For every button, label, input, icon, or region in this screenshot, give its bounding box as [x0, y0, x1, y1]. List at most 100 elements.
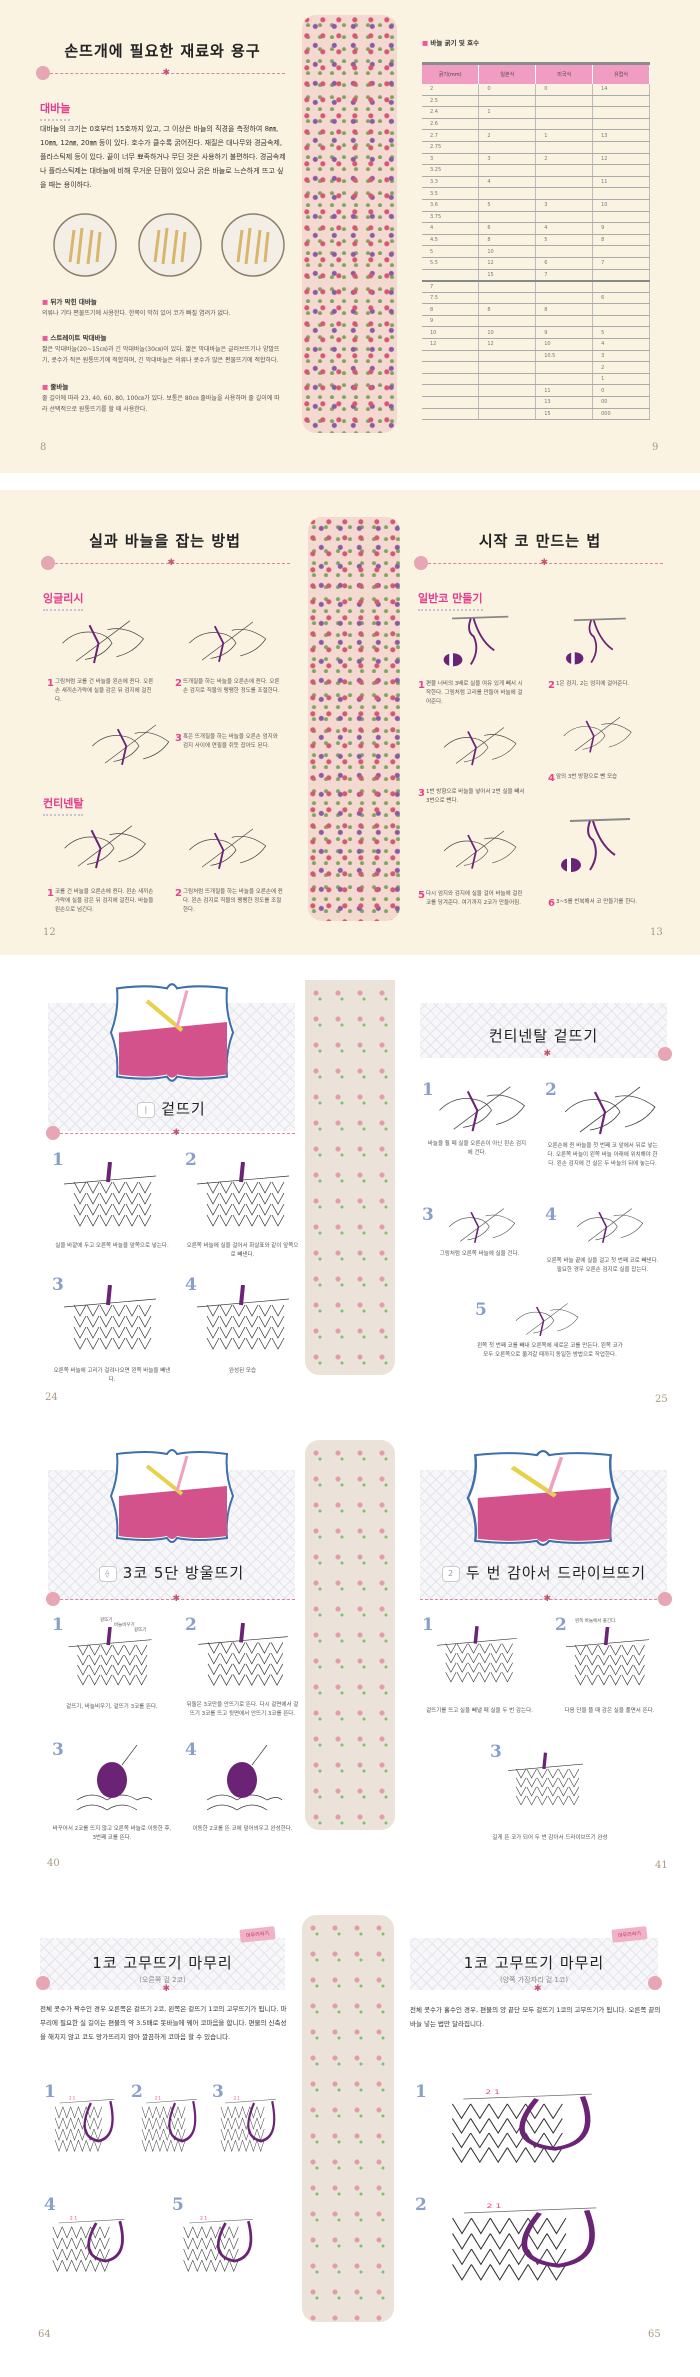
table-cell	[478, 118, 537, 131]
table-cell: 2.75	[422, 141, 480, 154]
knit-diagram	[197, 1622, 289, 1693]
rib-bindoff-diagram: 2 1	[180, 2210, 262, 2275]
title-divider: ✱	[36, 66, 285, 80]
table-cell: 2.7	[422, 129, 480, 142]
knit-diagram	[64, 1626, 156, 1692]
table-row: 3.25	[422, 164, 650, 177]
table-cell: 15	[535, 408, 594, 421]
table-cell	[422, 373, 480, 386]
table-cell: 0	[478, 83, 537, 96]
table-cell	[535, 95, 594, 108]
table-cell: 4.5	[422, 234, 480, 247]
table-cell: 12	[592, 153, 650, 166]
table-cell: 7	[592, 257, 650, 270]
table-cell: 6	[535, 257, 594, 270]
yarn-ball-icon	[414, 556, 428, 570]
table-row: 7	[422, 280, 650, 293]
column-header: 일본식	[478, 62, 537, 84]
knit-diagram	[196, 1284, 290, 1357]
table-cell	[478, 164, 537, 177]
knit-symbol-icon: |	[137, 1101, 156, 1118]
table-cell	[535, 245, 594, 258]
bamboo-needles-photo	[52, 212, 118, 278]
page-number: 40	[47, 1858, 60, 1869]
table-cell: 2	[535, 153, 594, 166]
section-heading-english: 잉글리시	[43, 592, 84, 611]
table-row: 9	[422, 315, 650, 328]
table-cell: 3	[592, 350, 650, 363]
table-cell: 3	[535, 199, 594, 212]
rib-bindoff-diagram: 2 1	[445, 2195, 615, 2285]
svg-text:2 1: 2 1	[485, 2089, 500, 2096]
page-number: 9	[652, 442, 659, 453]
page-number: 13	[650, 927, 663, 938]
table-cell	[478, 361, 537, 374]
table-cell: 8	[535, 303, 594, 316]
page-title: 컨티넨탈 겉뜨기	[488, 1027, 599, 1045]
table-cell: 6	[592, 292, 650, 305]
table-cell: 8	[478, 234, 537, 247]
table-cell: 3.6	[422, 199, 480, 212]
table-cell	[535, 292, 594, 305]
drive-stitch-photo	[463, 1447, 623, 1549]
knit-diagram	[196, 1161, 290, 1234]
svg-text:2 1: 2 1	[70, 2215, 78, 2221]
page-title: 1코 고무뜨기 마무리	[463, 1954, 605, 1972]
rib-bindoff-diagram: 2 1	[49, 2210, 134, 2275]
table-cell	[535, 106, 594, 119]
table-cell	[592, 118, 650, 131]
hand-illustration	[440, 818, 520, 880]
center-floral-strip	[302, 15, 397, 433]
table-cell	[478, 211, 537, 224]
table-cell	[592, 245, 650, 258]
rib-bindoff-diagram: 2 1	[445, 2082, 610, 2167]
rib-bindoff-diagram: 2 1	[218, 2090, 283, 2155]
table-cell	[478, 315, 537, 328]
yarn-ball-icon	[41, 556, 55, 570]
column-header: 유럽식	[592, 62, 650, 84]
table-cell	[592, 269, 650, 282]
title-divider: ✱	[36, 1976, 285, 1994]
table-cell: 10	[478, 326, 537, 340]
table-cell	[478, 350, 537, 363]
table-cell: 10	[478, 245, 537, 258]
title-panel	[420, 1003, 667, 1058]
table-cell	[478, 280, 537, 293]
table-cell	[592, 315, 650, 328]
title-divider: ✱	[46, 1592, 295, 1606]
table-cell	[592, 106, 650, 119]
table-cell	[535, 141, 594, 154]
table-cell: 3.25	[422, 164, 480, 177]
page-title: 시작 코 만드는 법	[478, 532, 602, 550]
table-cell	[478, 373, 537, 386]
table-cell	[592, 95, 650, 108]
table-cell: 8	[478, 303, 537, 316]
table-cell	[592, 303, 650, 316]
table-cell: 2.5	[422, 95, 480, 108]
table-cell: 2	[478, 129, 537, 142]
table-cell	[478, 292, 537, 305]
hand-illustration	[60, 820, 150, 872]
cast-on-illustration	[438, 612, 513, 670]
title-divider: ✱	[420, 1047, 672, 1061]
hand-illustration	[432, 1205, 532, 1245]
table-cell: 10	[592, 199, 650, 212]
table-cell: 11	[535, 384, 594, 398]
rib-bindoff-diagram: 2 1	[52, 2090, 122, 2155]
table-cell: 13	[592, 129, 650, 142]
table-cell	[478, 408, 537, 421]
table-cell: 14	[592, 83, 650, 96]
table-cell: 7.5	[422, 292, 480, 305]
